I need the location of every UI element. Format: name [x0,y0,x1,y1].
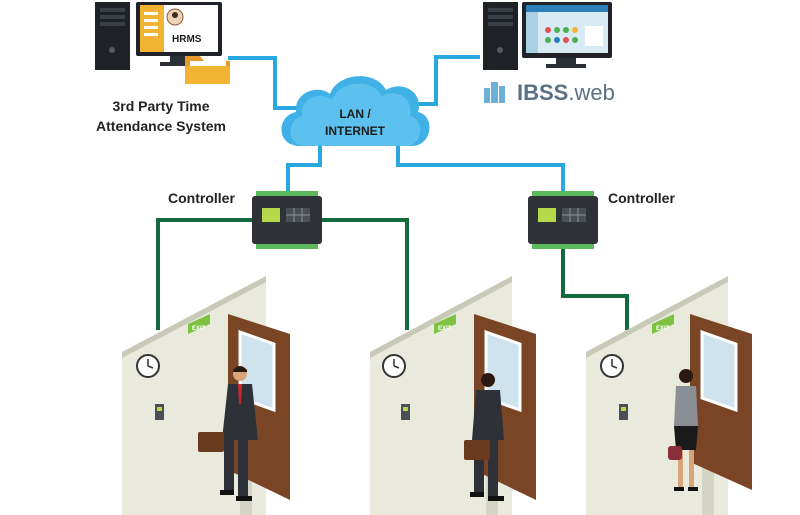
ibss-brand-bold: IBSS [517,80,569,105]
svg-text:EXIT: EXIT [438,326,452,332]
pc-tower [95,2,130,70]
controller-left-label: Controller [168,190,235,206]
controller-right [528,191,598,249]
card-reader-icon [619,404,628,420]
person-icon [464,373,504,501]
network-links [228,55,565,196]
ibss-brand-suffix: .web [568,80,615,105]
ibss-workstation [483,2,612,103]
person-icon [198,366,258,501]
controller-right-label: Controller [608,190,675,206]
server-tower [483,2,518,70]
clock-icon [136,354,160,378]
wire-left-door-1 [156,218,252,330]
ibss-brand: IBSS.web [517,80,615,106]
network-label: LAN / INTERNET [300,106,410,140]
hrms-caption: 3rd Party Time Attendance System [86,96,236,136]
hrms-screen-label: HRMS [172,34,202,45]
wire-left-door-2 [322,218,409,330]
clock-icon [382,354,406,378]
ibss-logo-icon [484,82,505,103]
controller-left [252,191,322,249]
link-cloud-right-controller [396,146,565,196]
svg-text:EXIT: EXIT [192,326,206,332]
exit-sign: EXIT [188,314,210,334]
hrms-caption-line2: Attendance System [96,118,226,134]
handbag-icon [668,446,682,460]
wire-right-door-3 [561,248,629,330]
folder-icon [185,56,230,84]
exit-sign: EXIT [434,314,456,334]
network-label-line2: INTERNET [325,124,385,138]
briefcase-icon [464,440,490,460]
clock-icon [600,354,624,378]
svg-text:EXIT: EXIT [656,326,670,332]
door-unit-3: EXIT [586,276,752,515]
link-hrms-cloud [228,56,300,110]
door-unit-2: EXIT [370,276,536,515]
person-icon [668,369,698,491]
door-wires [156,218,629,330]
link-cloud-left-controller [286,146,322,196]
exit-sign: EXIT [652,314,674,334]
lan-internet-cloud [281,76,430,146]
briefcase-icon [198,432,224,452]
door-unit-1: EXIT [122,276,290,515]
hrms-caption-line1: 3rd Party Time [112,98,210,114]
hrms-workstation: HRMS [95,2,230,84]
network-label-line1: LAN / [339,107,371,121]
card-reader-icon [401,404,410,420]
card-reader-icon [155,404,164,420]
link-ibss-cloud [418,55,480,106]
